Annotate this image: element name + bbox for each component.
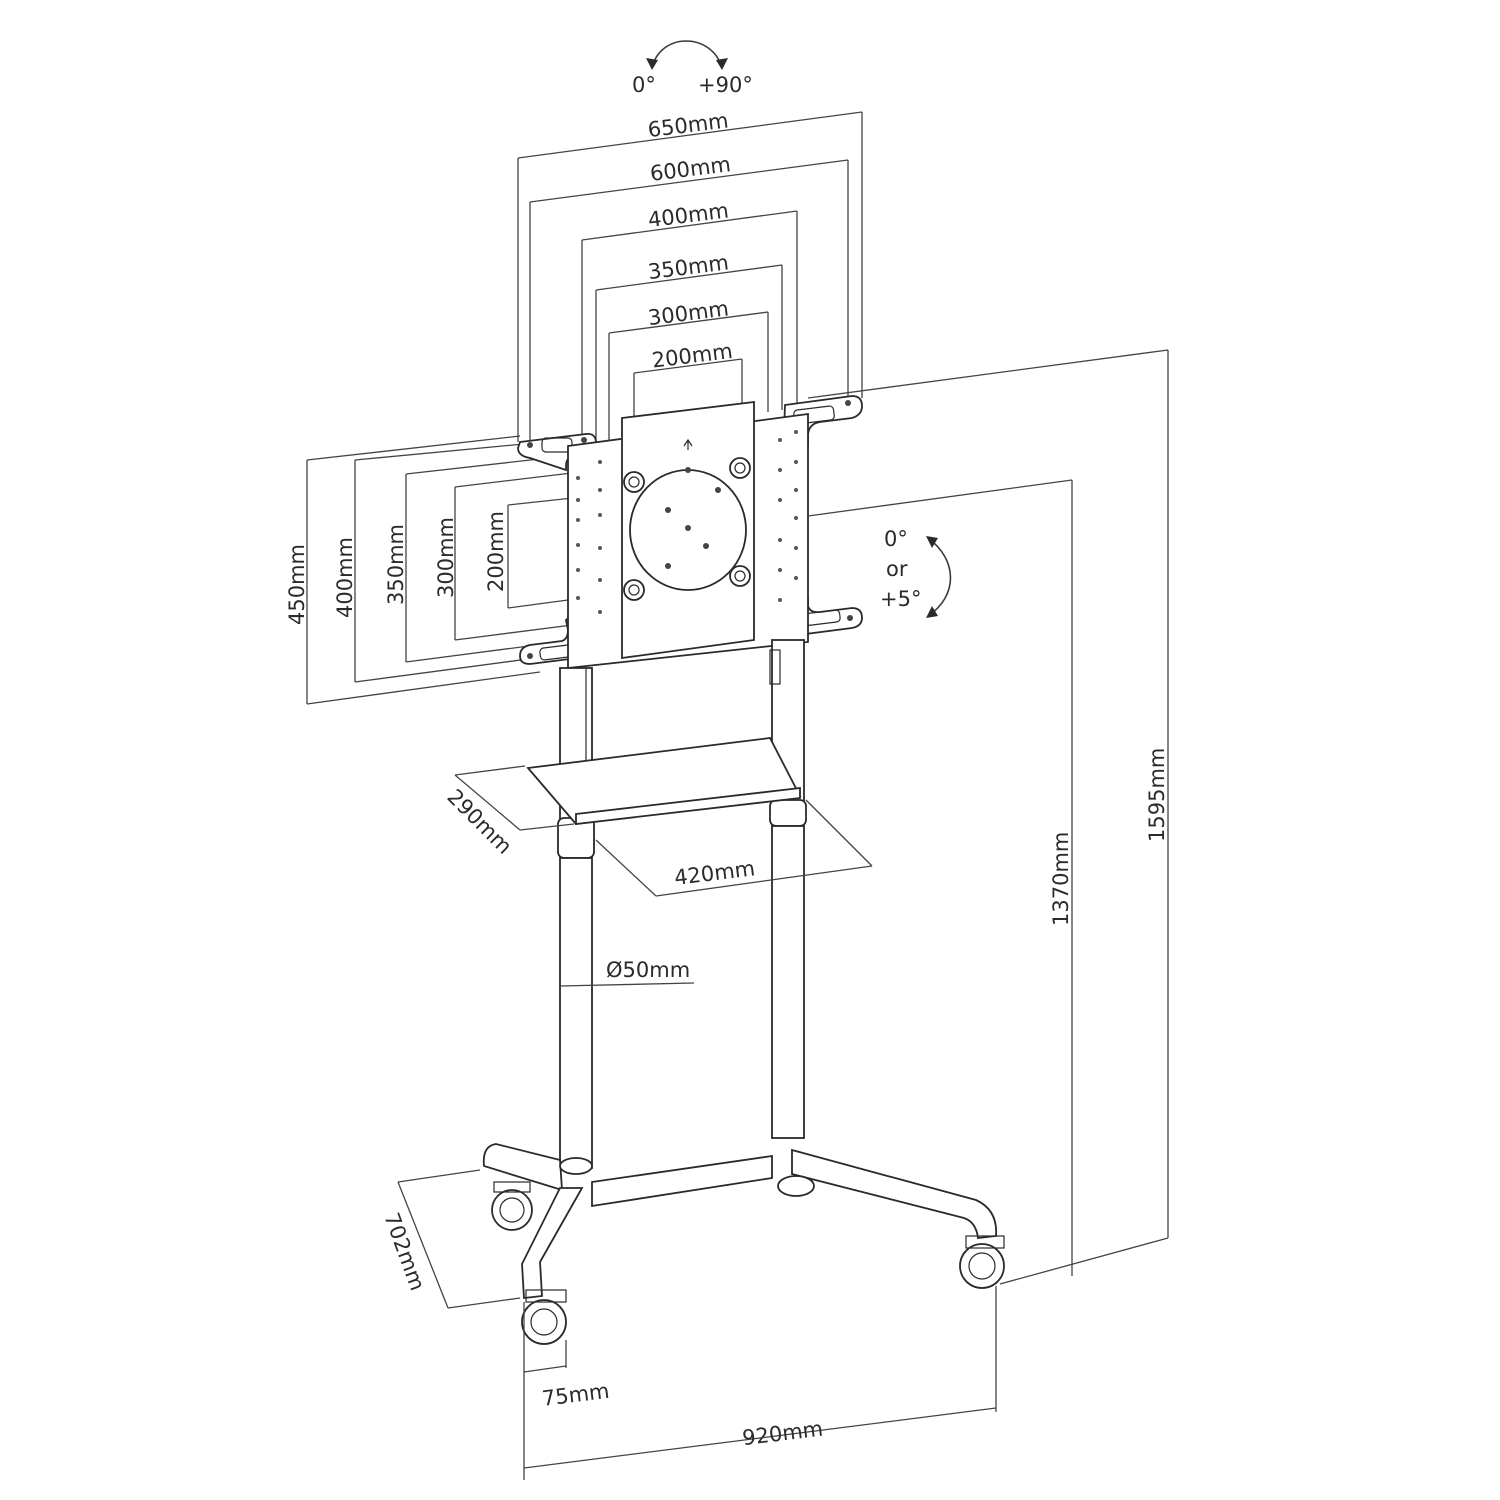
- swivel-rotation-arrow: [646, 40, 728, 70]
- left-column: [557, 667, 595, 1169]
- right-column: [769, 639, 807, 1139]
- vesa-width-300-label: 300mm: [647, 296, 730, 330]
- tilt-or-label: or: [886, 557, 908, 581]
- height-center-label: 1370mm: [1049, 832, 1073, 926]
- vesa-width-350-label: 350mm: [647, 250, 730, 284]
- caster-wheels: [491, 1181, 1005, 1345]
- base-depth-label: 702mm: [379, 1210, 429, 1294]
- vesa-width-650-label: 650mm: [646, 108, 729, 142]
- shelf-width-label: 420mm: [673, 856, 756, 890]
- tilt-rotation-arrow: [926, 536, 952, 618]
- shelf-dimension-lines: [454, 765, 873, 897]
- wheel-offset-label: 75mm: [541, 1379, 611, 1411]
- vesa-height-200-label: 200mm: [484, 511, 508, 592]
- column-diameter-leader: [559, 982, 695, 987]
- height-max-label: 1595mm: [1145, 748, 1169, 842]
- vesa-height-450-label: 450mm: [285, 544, 309, 625]
- vesa-width-400-label: 400mm: [647, 198, 730, 232]
- swivel-left-label: 0°: [632, 73, 656, 97]
- vesa-height-300-label: 300mm: [434, 517, 458, 598]
- swivel-right-label: +90°: [698, 73, 753, 97]
- height-dimension-lines: [807, 349, 1169, 1285]
- base-dimension-lines: [397, 1169, 997, 1480]
- center-mount-plate: [621, 400, 755, 660]
- shelf: [526, 737, 802, 826]
- vesa-width-600-label: 600mm: [649, 152, 732, 186]
- tilt-bottom-label: +5°: [880, 587, 921, 611]
- base-frame: [482, 1143, 998, 1299]
- vesa-width-200-label: 200mm: [651, 339, 734, 373]
- tilt-top-label: 0°: [884, 527, 908, 551]
- vesa-height-350-label: 350mm: [384, 524, 408, 605]
- column-diameter-label: Ø50mm: [606, 958, 690, 982]
- vesa-height-400-label: 400mm: [333, 537, 357, 618]
- base-width-label: 920mm: [741, 1417, 824, 1451]
